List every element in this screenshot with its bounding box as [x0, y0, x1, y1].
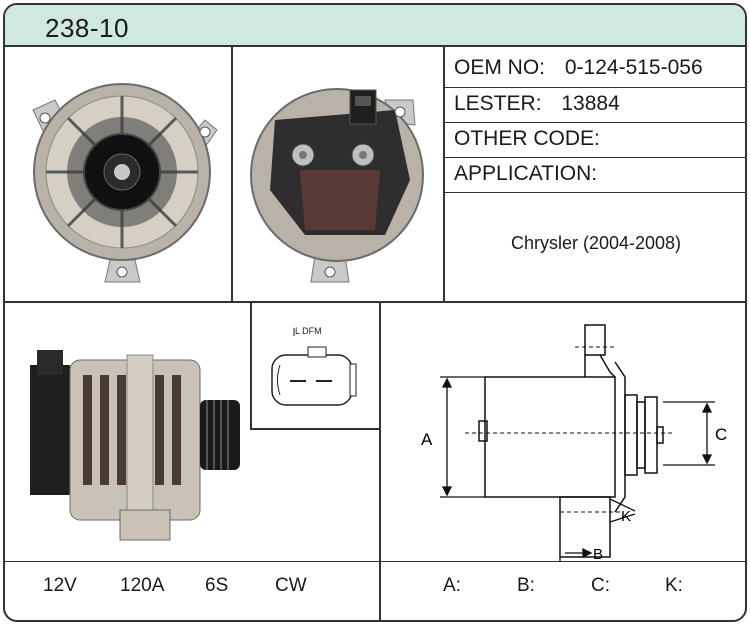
footer-dim-k: K:: [665, 575, 683, 596]
connector-box-bottom: [250, 428, 380, 430]
footer-dim-a: A:: [443, 575, 461, 596]
footer-dim-c: C:: [591, 575, 610, 596]
oem-label: OEM NO:: [454, 56, 546, 79]
application-label: APPLICATION:: [454, 162, 598, 185]
product-spec-card: 238-10 OEM NO: 0-124-515-056 LESTER: 138…: [3, 3, 747, 622]
dim-label-c: C: [715, 425, 727, 444]
part-number-title: 238-10: [45, 13, 129, 43]
dim-label-k: K: [621, 508, 631, 525]
dim-label-b: B: [593, 546, 603, 562]
bottom-divider-left: [250, 301, 252, 429]
bottom-divider-right: [379, 301, 381, 620]
spec-divider: [443, 47, 445, 301]
dim-label-a: A: [421, 430, 433, 449]
other-code-row: OTHER CODE:: [454, 127, 600, 151]
footer-divider: [5, 561, 745, 562]
lester-value: 13884: [561, 92, 620, 115]
application-value: Chrysler (2004-2008): [510, 233, 682, 253]
footer-dim-b: B:: [517, 575, 535, 596]
mid-divider: [5, 301, 745, 303]
alternator-front-photo: [32, 83, 218, 283]
footer-voltage: 12V: [43, 575, 77, 596]
footer-amperage: 120A: [120, 575, 165, 596]
photo-divider-top: [231, 47, 233, 301]
application-row: APPLICATION:: [454, 162, 597, 186]
footer-rotation: CW: [275, 575, 307, 596]
lester-label: LESTER:: [454, 92, 542, 115]
other-code-label: OTHER CODE:: [454, 127, 600, 150]
dimension-drawing: A C K B: [421, 324, 727, 562]
connector-diagram: L DFM: [271, 326, 357, 406]
alternator-rear-photo: [250, 88, 424, 283]
footer-pulley: 6S: [205, 575, 229, 596]
oem-value: 0-124-515-056: [564, 56, 703, 79]
oem-row: OEM NO: 0-124-515-056: [454, 56, 703, 80]
alternator-side-photo: [30, 350, 240, 541]
connector-label: L DFM: [295, 326, 322, 336]
lester-row: LESTER: 13884: [454, 92, 620, 116]
header-bar: 238-10: [5, 5, 745, 47]
